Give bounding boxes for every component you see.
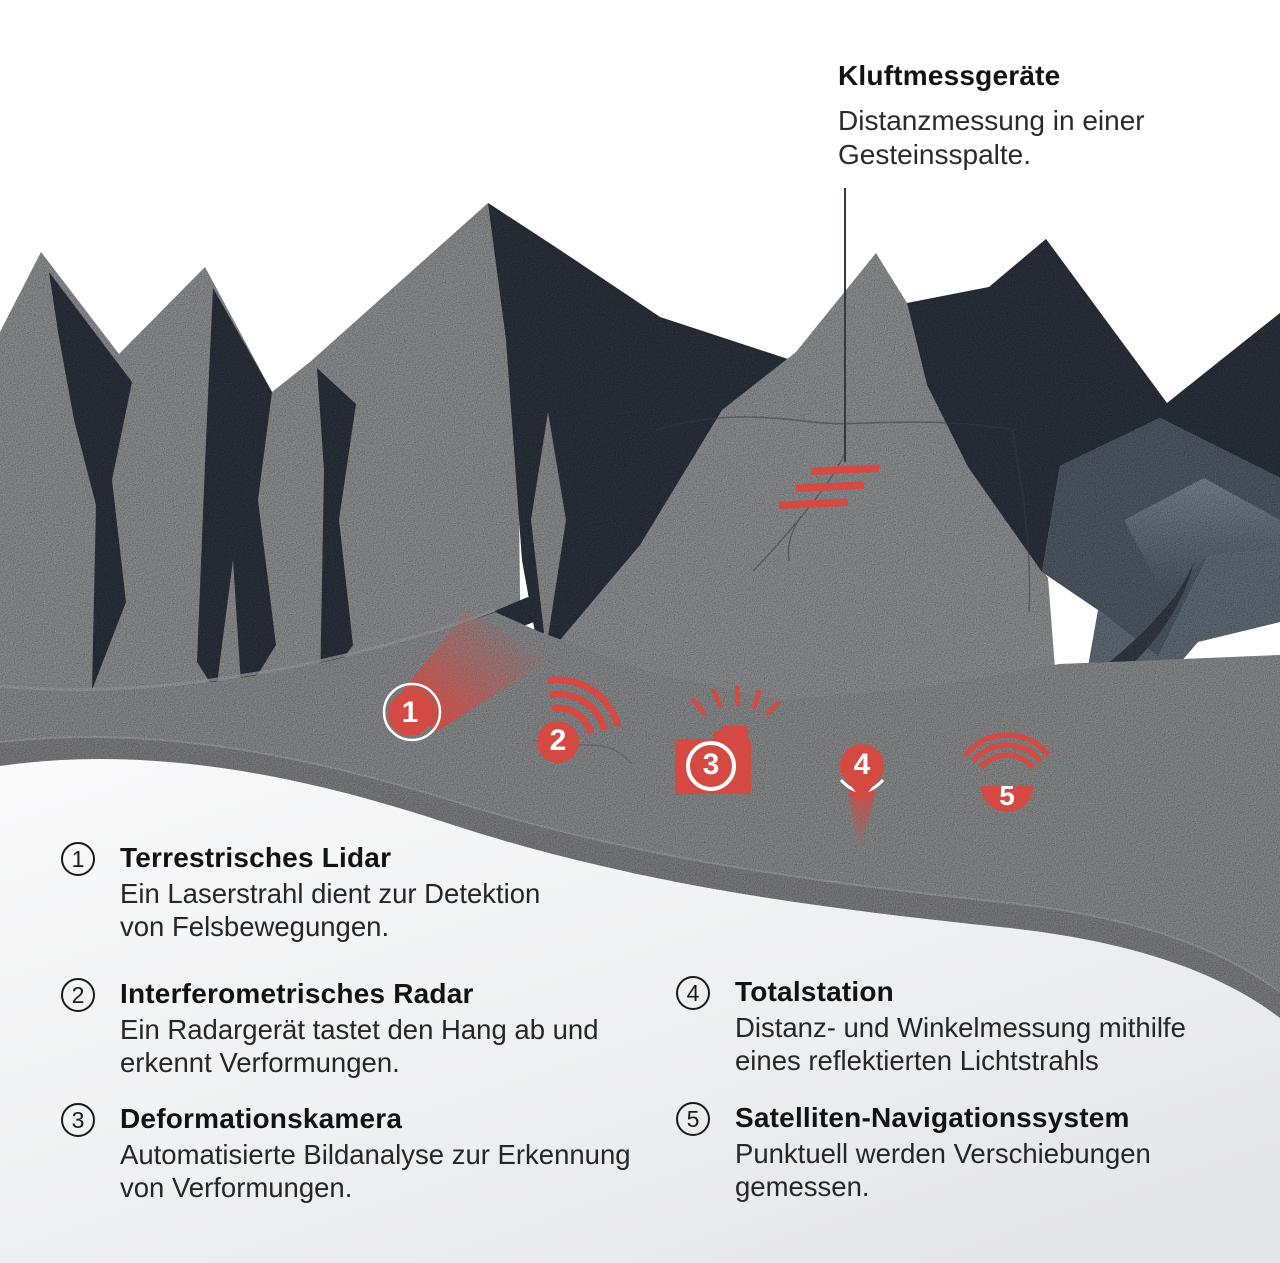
legend-body-line: Ein Laserstrahl dient zur Detektion [120,878,541,909]
legend-body-line: Punktuell werden Verschiebungen [735,1138,1151,1169]
legend-body-line: gemessen. [735,1171,870,1202]
flash-rays-icon [690,684,781,716]
mountain-right-dark-peaks [907,239,1280,572]
crack-meter-bars-icon [778,464,880,509]
legend-item-radar: 2 Interferometrisches Radar Ein Radarger… [61,978,599,1079]
marker-number-4: 4 [853,748,871,781]
valley-edge-highlight [0,735,1280,993]
slope-ridge-highlight [0,608,496,691]
mountain-crevice-shadow [49,272,132,690]
legend-number-badge: 2 [61,978,95,1012]
legend-item-totalstation: 4 Totalstation Distanz- und Winkelmessun… [676,976,1186,1077]
legend-body: Ein Laserstrahl dient zur Detektion von … [120,877,540,943]
mountain-far-right-steel [1124,478,1280,598]
radar-waves-icon [546,676,622,735]
legend-item-lidar: 1 Terrestrisches Lidar Ein Laserstrahl d… [61,842,540,943]
legend-body: Punktuell werden Verschiebungen gemessen… [735,1137,1151,1203]
legend-body-line: eines reflektierten Lichtstrahls [735,1045,1099,1076]
legend-body-line: von Felsbewegungen. [120,911,390,942]
satellite-waves-icon [963,732,1051,770]
legend-title: Terrestrisches Lidar [120,842,392,873]
legend-body-line: Automatisierte Bildanalyse zur Erkennung [120,1139,631,1170]
marker-number-2: 2 [549,724,567,757]
legend-body-line: erkennt Verformungen. [120,1047,400,1078]
legend-body-line: Distanz- und Winkelmessung mithilfe [735,1012,1186,1043]
legend-number-badge: 5 [676,1102,710,1136]
satnav-marker-icon [963,732,1051,812]
camera-lens [686,741,736,791]
legend-item-satnav: 5 Satelliten-Navigationssystem Punktuell… [676,1102,1151,1203]
legend-body-line: von Verformungen. [120,1172,353,1203]
valley-floor [0,759,1280,1263]
annotation-kluftmessgeraete: Kluftmessgeräte Distanzmessung in einer … [838,60,1198,172]
marker-number-3: 3 [702,748,720,781]
mountain-light-sliver [531,412,566,650]
legend-number-badge: 3 [61,1103,95,1137]
marker-number-1: 1 [401,696,419,729]
marker-number-5: 5 [999,780,1015,811]
rock-crack [655,416,1031,613]
legend-number-badge: 4 [676,976,710,1010]
legend-title: Totalstation [735,976,894,1007]
camera-marker-icon [675,684,781,794]
dome-icon [981,786,1033,812]
annotation-title: Kluftmessgeräte [838,60,1061,91]
marker-ring [382,682,442,742]
legend-title: Satelliten-Navigationssystem [735,1102,1130,1133]
legend-body: Ein Radargerät tastet den Hang ab und er… [120,1013,599,1079]
annotation-line: Distanzmessung in einer [838,105,1145,136]
annotation-line: Gesteinsspalte. [838,139,1031,170]
legend-body-line: Ein Radargerät tastet den Hang ab und [120,1014,599,1045]
mountain-crevice-shadow [317,368,356,692]
marker-circle [388,692,432,736]
lidar-marker-icon [382,610,548,742]
totalstation-marker-icon [839,744,885,850]
mountain-crevice-shadow [197,288,276,700]
legend-body: Automatisierte Bildanalyse zur Erkennung… [120,1138,631,1204]
legend-body: Distanz- und Winkelmessung mithilfe eine… [735,1011,1186,1077]
beam-tail-icon [848,790,876,850]
marker-circle [537,721,579,763]
radar-marker-icon [537,676,622,763]
mountain-left-massif [0,203,522,760]
legend-title: Deformationskamera [120,1103,403,1134]
legend-title: Interferometrisches Radar [120,978,474,1009]
camera-flash-housing [714,726,748,739]
marker-circle [840,744,884,788]
legend-number-badge: 1 [61,842,95,876]
legend-item-kamera: 3 Deformationskamera Automatisierte Bild… [61,1103,631,1204]
